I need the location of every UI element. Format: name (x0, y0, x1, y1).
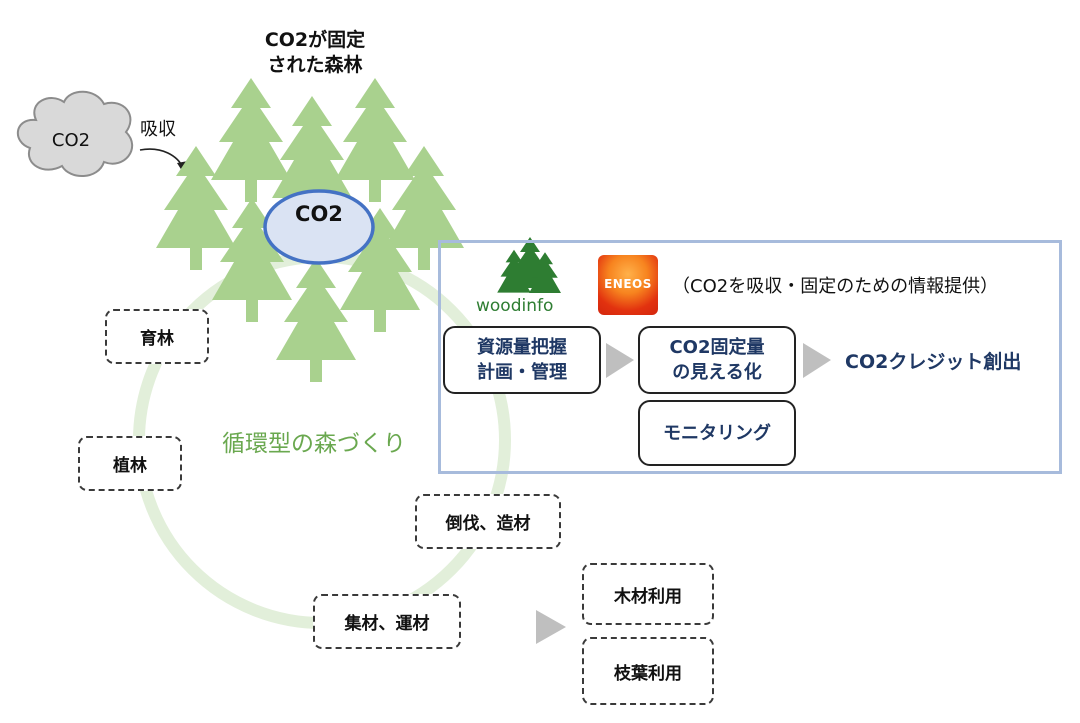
info-panel (438, 240, 1062, 474)
forest-title: CO2が固定 された森林 (215, 28, 415, 78)
woodinfo-logo: woodinfo (476, 296, 554, 316)
tree-icon (211, 78, 291, 202)
co2-visualization-box: CO2固定量 の見える化 (638, 326, 796, 394)
woodinfo-logo-icon (497, 237, 561, 293)
info-note: （CO2を吸収・固定のための情報提供） (672, 276, 999, 297)
visualize-line: の見える化 (672, 362, 762, 383)
step-bassai: 倒伐、造材 (415, 494, 561, 549)
tree-icon (335, 78, 415, 202)
monitoring-box: モニタリング (638, 400, 796, 466)
cloud-co2-label: CO2 (51, 130, 91, 151)
use-arrow-icon (536, 610, 566, 644)
co2-ellipse (263, 189, 375, 265)
cloud-icon (16, 90, 133, 177)
absorb-label: 吸収 (140, 119, 176, 140)
credit-creation-label: CO2クレジット創出 (845, 351, 1022, 373)
step-shokurin: 植林 (78, 436, 182, 491)
flow-arrow-icon (606, 343, 634, 378)
flow-arrow-icon (803, 343, 831, 378)
tree-icon (276, 258, 356, 382)
use-timber: 木材利用 (582, 563, 714, 625)
eneos-logo: ENEOS (598, 255, 658, 315)
use-branches: 枝葉利用 (582, 637, 714, 705)
monitoring-label: モニタリング (663, 422, 771, 444)
resource-line: 計画・管理 (477, 362, 567, 383)
step-ikurin: 育林 (105, 309, 209, 364)
visualize-line: CO2固定量 (669, 337, 765, 358)
forest-title-line: CO2が固定 (264, 29, 366, 51)
resource-line: 資源量把握 (477, 337, 567, 358)
forest-title-line: された森林 (267, 54, 363, 76)
step-shuzai: 集材、運材 (313, 594, 461, 649)
cycle-label: 循環型の森づくり (222, 431, 406, 457)
resource-management-box: 資源量把握 計画・管理 (443, 326, 601, 394)
co2-center-label: CO2 (295, 202, 343, 226)
eneos-logo-text: ENEOS (604, 277, 652, 291)
